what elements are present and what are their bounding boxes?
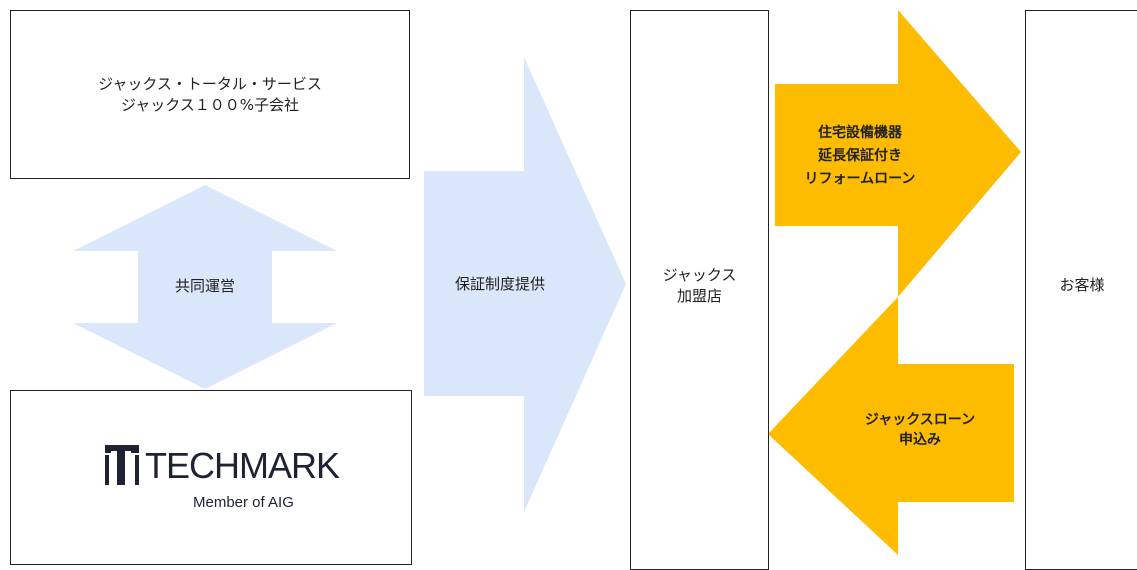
techmark-logo-text: TECHMARK — [145, 445, 340, 486]
member-store-line1: ジャックス — [662, 266, 737, 284]
techmark-t-mark-icon — [105, 445, 139, 485]
subsidiary-note: ジャックス１００%子会社 — [120, 95, 300, 114]
joint-operation-double-arrow — [73, 185, 337, 389]
loan-application-line2: 申込み — [899, 432, 941, 448]
jacks-total-service-box: ジャックス・トータル・サービス ジャックス１００%子会社 — [10, 10, 410, 179]
loan-product-line1: 住宅設備機器 — [818, 125, 902, 141]
loan-application-line1: ジャックスローン — [864, 412, 976, 428]
member-store-line2: 加盟店 — [676, 287, 722, 305]
joint-operation-label: 共同運営 — [174, 277, 235, 295]
techmark-logo — [103, 441, 323, 493]
guarantee-provision-label: 保証制度提供 — [454, 275, 545, 293]
techmark-box: TECHMARK Member of AIG — [10, 390, 412, 565]
loan-application-label: ジャックスローン 申込み — [850, 410, 990, 450]
loan-product-line2: 延長保証付き — [818, 148, 902, 164]
loan-product-line3: リフォームローン — [804, 171, 916, 187]
customer-label: お客様 — [1059, 276, 1105, 294]
company-name: ジャックス・トータル・サービス — [98, 74, 322, 93]
customer-box: お客様 — [1025, 10, 1137, 570]
member-store-box: ジャックス 加盟店 — [630, 10, 769, 570]
guarantee-provision-arrow — [424, 57, 626, 512]
loan-product-arrow — [775, 10, 1021, 297]
loan-application-arrow — [768, 297, 1014, 555]
techmark-tagline: Member of AIG — [193, 494, 294, 511]
loan-product-label: 住宅設備機器 延長保証付き リフォームローン — [790, 122, 930, 191]
